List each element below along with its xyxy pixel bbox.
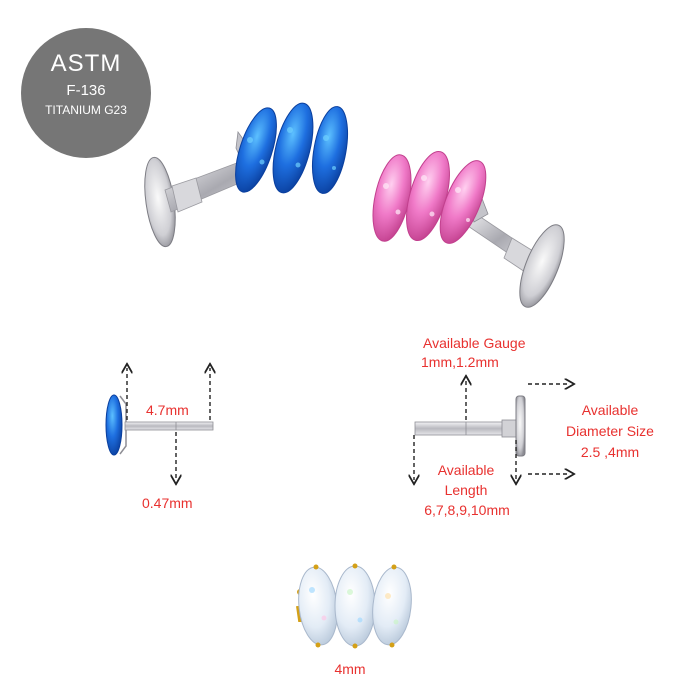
side-length-label: 4.7mm — [146, 402, 189, 418]
astm-badge: ASTM F-136 TITANIUM G23 — [21, 28, 151, 158]
white-opal-stone-3 — [372, 566, 412, 646]
length-title-label-2: Length — [444, 482, 488, 498]
top-size-label: 4mm — [334, 661, 366, 677]
side-view-diagram — [105, 368, 214, 480]
thickness-label: 0.47mm — [142, 495, 193, 511]
gauge-values-label: 1mm,1.2mm — [421, 354, 499, 370]
badge-line-1: ASTM — [50, 50, 122, 77]
diameter-values-label: 2.5 ,4mm — [580, 444, 640, 460]
diameter-title-label-2: Diameter Size — [566, 423, 654, 439]
gauge-title-label: Available Gauge — [423, 335, 526, 351]
pink-labret-back-disc — [519, 224, 565, 308]
pink-opal-labret — [372, 151, 565, 308]
blue-opal-labret — [144, 102, 349, 248]
side-view-stone — [105, 394, 123, 456]
white-opal-stone-2 — [334, 565, 376, 647]
badge-line-3: TITANIUM G23 — [45, 103, 127, 117]
pink-opal-stone-3 — [439, 160, 487, 244]
diameter-title-label: Available — [581, 402, 639, 418]
white-opal-stone-1 — [298, 566, 338, 646]
length-view-disc — [515, 395, 526, 457]
blue-opal-stone-3 — [311, 106, 349, 194]
white-opal-top — [296, 563, 412, 649]
blue-opal-stone-1 — [235, 107, 277, 193]
blue-opal-stone-2 — [272, 102, 314, 194]
side-view-post — [124, 421, 214, 431]
length-title-label: Available — [437, 462, 495, 478]
length-values-label: 6,7,8,9,10mm — [424, 502, 510, 518]
badge-line-2: F-136 — [66, 82, 106, 99]
length-view-diagram — [414, 380, 570, 480]
length-view-post — [414, 421, 516, 436]
